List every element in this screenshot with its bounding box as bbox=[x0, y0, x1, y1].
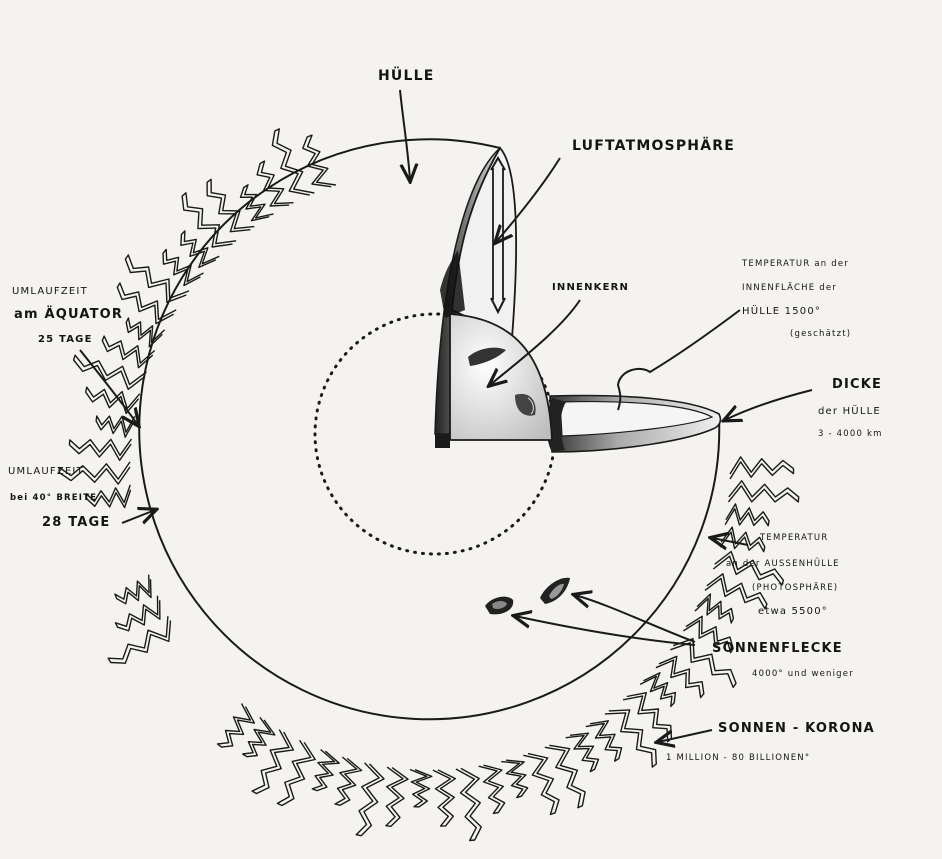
corona-flame bbox=[730, 457, 794, 479]
label-temp-innen-2: INNENFLÄCHE der bbox=[742, 282, 837, 293]
corona-flame bbox=[74, 355, 147, 389]
corona-flame bbox=[586, 721, 622, 761]
label-dicke-1: DICKE bbox=[832, 377, 882, 392]
corona-flame bbox=[456, 768, 481, 840]
label-korona-2: 1 MILLION - 80 BILLIONEN° bbox=[666, 753, 810, 763]
arrow-huelle bbox=[400, 90, 410, 180]
label-umlauf-breite-1: UMLAUFZEIT bbox=[8, 466, 84, 477]
corona-flame bbox=[566, 733, 599, 771]
label-temp-innen-4: (geschätzt) bbox=[790, 329, 851, 339]
arrow-dicke bbox=[725, 390, 812, 420]
label-dicke-2: der HÜLLE bbox=[818, 404, 881, 417]
label-sonnenflecke-1: SONNENFLECKE bbox=[712, 641, 843, 656]
label-umlauf-aequator-2: am ÄQUATOR bbox=[14, 306, 123, 322]
corona-flame bbox=[115, 575, 151, 604]
sphere-fill bbox=[138, 178, 722, 762]
corona-flame bbox=[356, 763, 384, 836]
label-temp-aussen-2: an der AUSSENHÜLLE bbox=[726, 558, 840, 569]
label-temp-innen-1: TEMPERATUR an der bbox=[741, 259, 849, 269]
label-temp-aussen-3: (PHOTOSPHÄRE) bbox=[752, 582, 838, 593]
corona-flame bbox=[523, 754, 559, 815]
label-temp-aussen-4: etwa 5500° bbox=[758, 606, 828, 617]
corona-flame bbox=[623, 693, 671, 742]
corona-flame bbox=[720, 527, 765, 552]
corona-flame bbox=[69, 439, 131, 460]
corona-flame bbox=[410, 770, 432, 807]
corona-flame bbox=[218, 704, 255, 748]
label-umlauf-breite-3: 28 TAGE bbox=[42, 515, 111, 530]
corona-flame bbox=[728, 481, 798, 502]
corona-flame bbox=[125, 255, 189, 302]
corona-flame bbox=[96, 416, 135, 437]
arrow-korona bbox=[658, 730, 712, 742]
label-sonnenflecke-2: 4000° und weniger bbox=[752, 669, 854, 679]
arrow-umlauf-aequator bbox=[80, 350, 138, 425]
corona-flame bbox=[272, 129, 314, 195]
corona-flame bbox=[479, 765, 505, 813]
corona-flame bbox=[252, 730, 293, 794]
corona-flames bbox=[59, 129, 799, 841]
corona-flame bbox=[312, 750, 339, 791]
label-innenkern: INNENKERN bbox=[552, 282, 629, 293]
corona-flame bbox=[695, 594, 734, 623]
label-umlauf-aequator-3: 25 TAGE bbox=[38, 334, 93, 345]
label-huelle: HÜLLE bbox=[378, 66, 435, 84]
label-luftatmosphaere: LUFTATMOSPHÄRE bbox=[572, 137, 735, 154]
label-temp-aussen-1: TEMPERATUR bbox=[759, 533, 828, 543]
corona-flame bbox=[433, 770, 456, 826]
corona-flame bbox=[386, 767, 408, 826]
label-umlauf-aequator-1: UMLAUFZEIT bbox=[12, 286, 88, 297]
corona-flame bbox=[545, 745, 585, 807]
label-dicke-3: 3 - 4000 km bbox=[818, 429, 883, 439]
corona-flame bbox=[640, 673, 675, 707]
corona-flame bbox=[277, 740, 315, 805]
label-umlauf-breite-2: bei 40° BREITE bbox=[10, 493, 97, 503]
corona-flame bbox=[725, 504, 769, 526]
corona-flame bbox=[335, 757, 362, 805]
label-korona-1: SONNEN - KORONA bbox=[718, 721, 875, 736]
label-temp-innen-3: HÜLLE 1500° bbox=[742, 304, 821, 317]
corona-flame bbox=[501, 760, 527, 797]
